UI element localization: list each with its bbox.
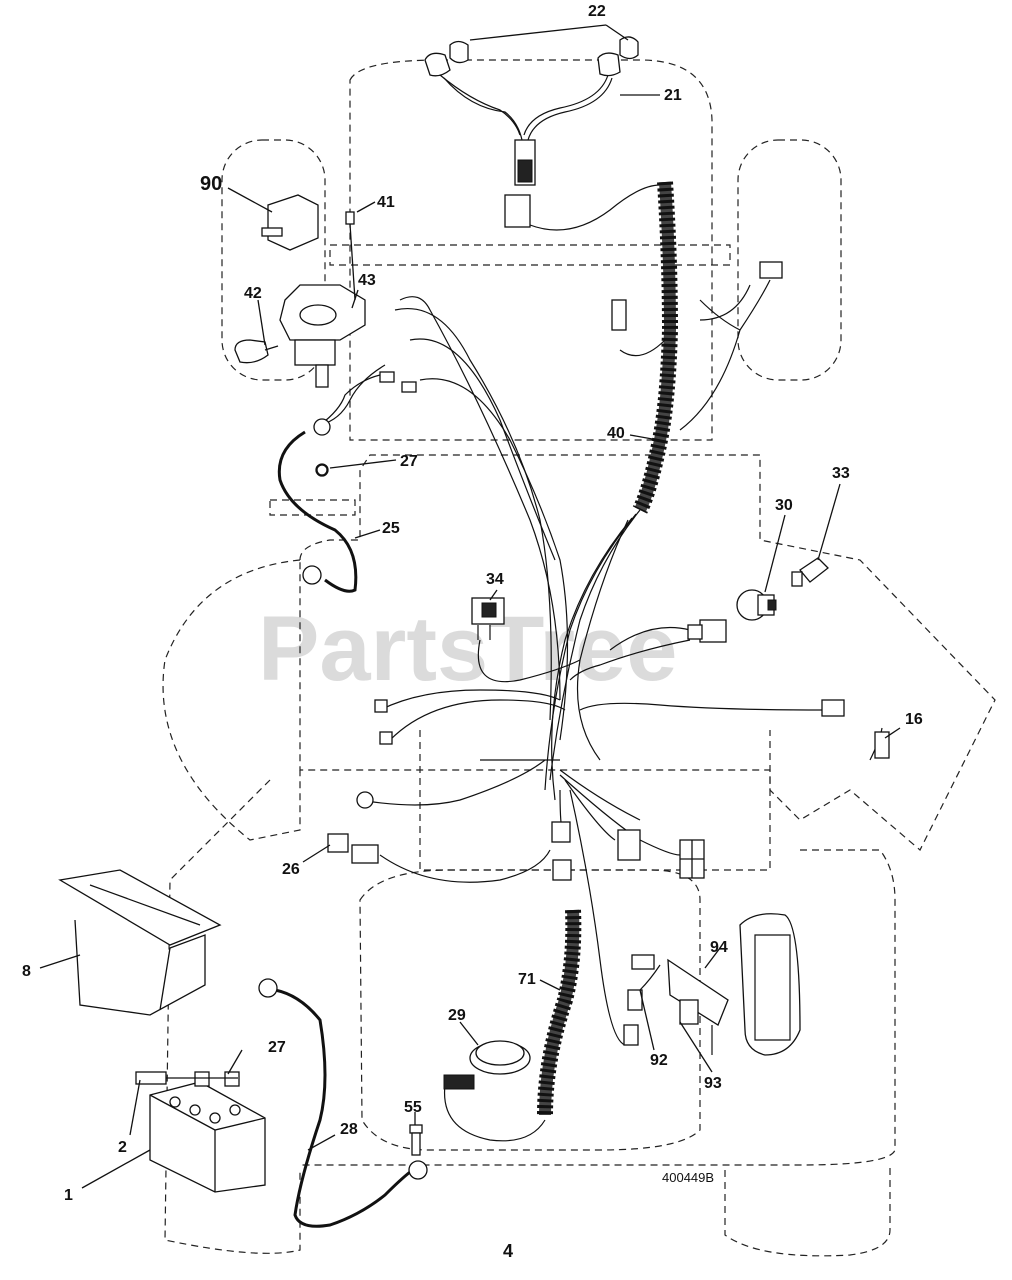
parts-92-93-94 [623, 913, 801, 1056]
callout-33: 33 [832, 465, 850, 482]
callout-1: 1 [64, 1187, 73, 1204]
watermark: PartsTree [258, 598, 677, 700]
callout-90: 90 [200, 173, 222, 195]
main-harness-conduit [632, 181, 679, 514]
leader-lines [39, 24, 901, 1189]
callout-34: 34 [486, 571, 504, 588]
harness-wires [319, 279, 883, 1046]
battery-tray [58, 869, 222, 1016]
battery [135, 1071, 266, 1193]
part-33 [791, 557, 829, 587]
callout-16: 16 [905, 711, 923, 728]
callout-29: 29 [448, 1007, 466, 1024]
rear-harness-conduit [443, 859, 582, 1142]
callout-92: 92 [650, 1052, 668, 1069]
callout-25: 25 [382, 520, 400, 537]
callout-94: 94 [710, 939, 728, 956]
callout-21: 21 [664, 87, 682, 104]
callout-93: 93 [704, 1075, 722, 1092]
callout-2: 2 [118, 1139, 127, 1156]
callout-55: 55 [404, 1099, 422, 1116]
switch-34 [471, 597, 505, 640]
callout-28: 28 [340, 1121, 358, 1138]
callout-40: 40 [607, 425, 625, 442]
battery-cables [258, 374, 428, 1228]
callout-41: 41 [377, 194, 395, 211]
callout-22: 22 [588, 3, 606, 20]
callout-30: 30 [775, 497, 793, 514]
callout-43: 43 [358, 272, 376, 289]
callout-27-lower: 27 [268, 1039, 286, 1056]
drawing-code: 400449B [662, 1170, 714, 1185]
page-number: 4 [503, 1241, 513, 1261]
part-29 [443, 1040, 531, 1090]
callout-26: 26 [282, 861, 300, 878]
callout-27-upper: 27 [400, 453, 418, 470]
callout-42: 42 [244, 285, 262, 302]
part-30 [736, 589, 777, 621]
starter-solenoid-group [234, 194, 366, 476]
callout-labels: 22 21 90 41 43 42 40 27 33 30 25 34 16 2… [22, 3, 923, 1204]
screw-55 [409, 1124, 423, 1156]
connector-cluster [327, 261, 890, 879]
callout-71: 71 [518, 971, 536, 988]
headlight-harness [424, 36, 661, 231]
callout-8: 8 [22, 963, 31, 980]
